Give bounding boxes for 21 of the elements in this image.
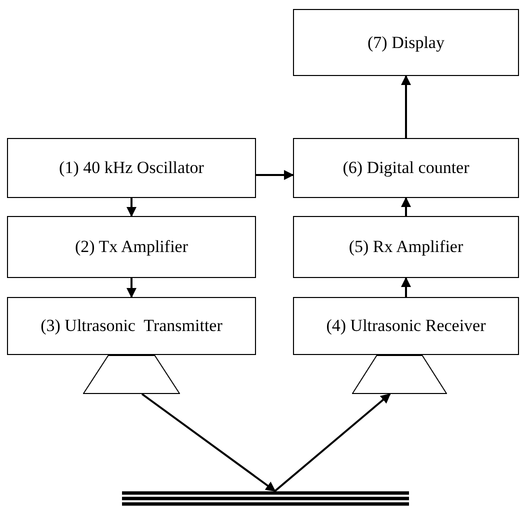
process-box xyxy=(293,216,519,278)
box-label: (6) Digital counter xyxy=(342,157,470,179)
arrow xyxy=(126,198,136,217)
process-box xyxy=(293,9,519,76)
box-label: (2) Tx Amplifier xyxy=(75,236,188,258)
process-box xyxy=(7,138,256,198)
reflector-surface xyxy=(122,491,409,506)
box-label: (7) Display xyxy=(368,32,444,54)
arrow xyxy=(401,277,411,297)
arrow xyxy=(141,393,276,492)
arrow xyxy=(126,278,136,298)
box-label: (1) 40 kHz Oscillator xyxy=(59,157,204,179)
process-box xyxy=(293,138,519,198)
arrow xyxy=(256,170,294,180)
arrow xyxy=(274,393,391,492)
arrow xyxy=(401,197,411,216)
box-label: (5) Rx Amplifier xyxy=(348,236,464,258)
arrow xyxy=(401,75,411,138)
process-box xyxy=(7,216,256,278)
box-label: (3) Ultrasonic Transmitter xyxy=(40,315,222,337)
box-label: (4) Ultrasonic Receiver xyxy=(326,315,486,337)
